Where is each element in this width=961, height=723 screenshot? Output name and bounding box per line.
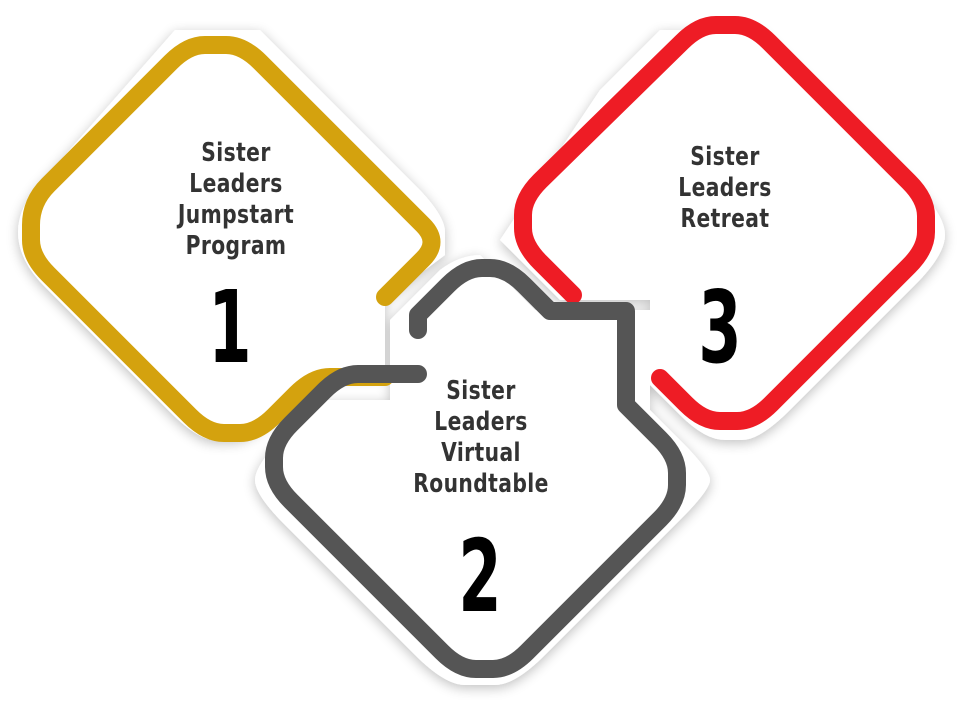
step-1-title: Sister Leaders Jumpstart Program [177,138,295,261]
step-3-number: 3 [698,269,742,386]
step-1-number: 1 [208,269,252,386]
step-2-title: Sister Leaders Virtual Roundtable [413,376,549,499]
step-2-number: 2 [458,518,502,635]
card-3-outline [514,16,935,430]
step-3-title: Sister Leaders Retreat [678,142,772,234]
card-1-outline [22,36,441,442]
card-2-outline [265,259,686,678]
